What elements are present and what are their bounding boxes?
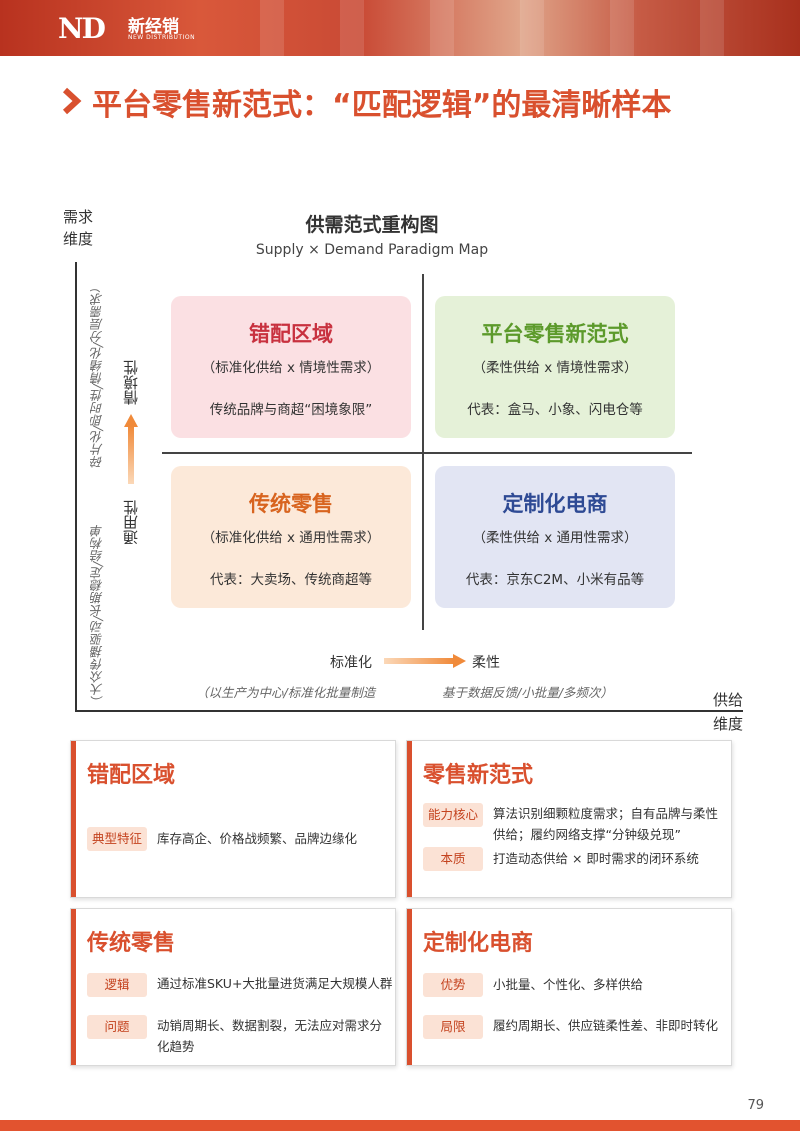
y-axis-high-label: 情境性 [122,360,140,405]
card-row: 局限 履约周期长、供应链柔性差、非即时转化 [423,1015,729,1039]
x-axis-line [75,710,743,712]
quadrant-subtitle: （柔性供给 x 情境性需求） [472,360,638,376]
y-axis-name: 需求 维度 [62,208,93,248]
card-tag: 优势 [423,973,483,997]
card-text: 通过标准SKU+大批量进货满足大规模人群 [157,976,393,991]
x-axis-low-note: （以生产为中心/标准化批量制造 [196,685,376,700]
x-axis-low-label: 标准化 [330,655,372,671]
y-axis-line [75,262,77,712]
card-new-retail: 零售新范式 能力核心 算法识别细颗粒度需求；自有品牌与柔性供给；履约网络支撑“分… [406,740,732,898]
quadrant-title: 传统零售 [249,492,333,516]
card-row: 问题 动销周期长、数据割裂，无法应对需求分化趋势 [87,1015,393,1057]
quadrant-title: 定制化电商 [502,492,608,516]
quadrant-description: 代表：盒马、小象、闪电仓等 [467,402,643,418]
quadrant-description: 代表：大卖场、传统商超等 [210,572,372,588]
card-text: 动销周期长、数据割裂，无法应对需求分化趋势 [157,1018,383,1054]
card-custom-ecommerce: 定制化电商 优势 小批量、个性化、多样供给 局限 履约周期长、供应链柔性差、非即… [406,908,732,1066]
header-banner: ND 新经销 NEW DISTRIBUTION [0,0,800,56]
chevron-right-icon [62,87,82,115]
diagram-subtitle: Supply × Demand Paradigm Map [255,242,489,258]
quadrant-platform-retail: 平台零售新范式 （柔性供给 x 情境性需求） 代表：盒马、小象、闪电仓等 [435,296,675,438]
card-text: 算法识别细颗粒度需求；自有品牌与柔性供给；履约网络支撑“分钟级兑现” [493,806,719,842]
quadrant-description: 传统品牌与商超“困境象限” [209,402,373,418]
diagram-title: 供需范式重构图 [305,214,439,236]
card-tag: 典型特征 [87,827,147,851]
x-axis-name: 供给 维度 [712,691,743,733]
quadrant-mismatch: 错配区域 （标准化供给 x 情境性需求） 传统品牌与商超“困境象限” [171,296,411,438]
quadrant-subtitle: （标准化供给 x 情境性需求） [201,360,381,376]
logo-english-name: NEW DISTRIBUTION [128,34,196,41]
quadrant-subtitle: （标准化供给 x 通用性需求） [201,530,381,546]
footer-bar [0,1120,800,1131]
right-arrow-icon [384,654,466,668]
card-title: 零售新范式 [423,763,534,788]
card-tag: 局限 [423,1015,483,1039]
card-text: 打造动态供给 × 即时需求的闭环系统 [493,851,699,866]
quadrant-divider-horizontal [162,452,692,454]
card-text: 履约周期长、供应链柔性差、非即时转化 [493,1018,719,1033]
up-arrow-icon [124,414,138,484]
card-row: 优势 小批量、个性化、多样供给 [423,973,729,997]
card-tag: 问题 [87,1015,147,1039]
card-tag: 能力核心 [423,803,483,827]
card-traditional-retail: 传统零售 逻辑 通过标准SKU+大批量进货满足大规模人群 问题 动销周期长、数据… [70,908,396,1066]
card-title: 定制化电商 [423,931,534,956]
card-text: 小批量、个性化、多样供给 [493,977,644,992]
y-axis-low-label: 通用性 [122,500,140,545]
card-row: 逻辑 通过标准SKU+大批量进货满足大规模人群 [87,973,393,997]
card-text: 库存高企、价格战频繁、品牌边缘化 [157,831,358,846]
card-row: 本质 打造动态供给 × 即时需求的闭环系统 [423,847,729,871]
y-axis-high-note: 碎片化/即时性/情绪化/分层需求） [90,280,105,468]
quadrant-title: 错配区域 [249,322,333,346]
card-title: 错配区域 [87,763,176,788]
card-row: 能力核心 算法识别细颗粒度需求；自有品牌与柔性供给；履约网络支撑“分钟级兑现” [423,803,729,845]
card-row: 典型特征 库存高企、价格战频繁、品牌边缘化 [87,827,393,851]
quadrant-title: 平台零售新范式 [481,322,629,346]
page-number: 79 [747,1098,764,1113]
quadrant-subtitle: （柔性供给 x 通用性需求） [472,530,638,546]
x-axis-high-label: 柔性 [472,655,500,671]
page-title: 平台零售新范式：“匹配逻辑”的最清晰样本 [92,88,672,123]
quadrant-custom-ecommerce: 定制化电商 （柔性供给 x 通用性需求） 代表：京东C2M、小米有品等 [435,466,675,608]
brand-logo: ND 新经销 NEW DISTRIBUTION [58,10,208,46]
logo-mark: ND [58,12,106,45]
x-axis-high-note: 基于数据反馈/小批量/多频次） [442,685,613,700]
quadrant-traditional-retail: 传统零售 （标准化供给 x 通用性需求） 代表：大卖场、传统商超等 [171,466,411,608]
quadrant-description: 代表：京东C2M、小米有品等 [465,572,645,588]
logo-chinese-name: 新经销 [128,17,179,37]
card-tag: 逻辑 [87,973,147,997]
card-title: 传统零售 [87,931,176,956]
y-axis-low-note: （大众传播驱动/长期稳定/结构单 [90,524,105,708]
card-mismatch: 错配区域 典型特征 库存高企、价格战频繁、品牌边缘化 [70,740,396,898]
card-tag: 本质 [423,847,483,871]
